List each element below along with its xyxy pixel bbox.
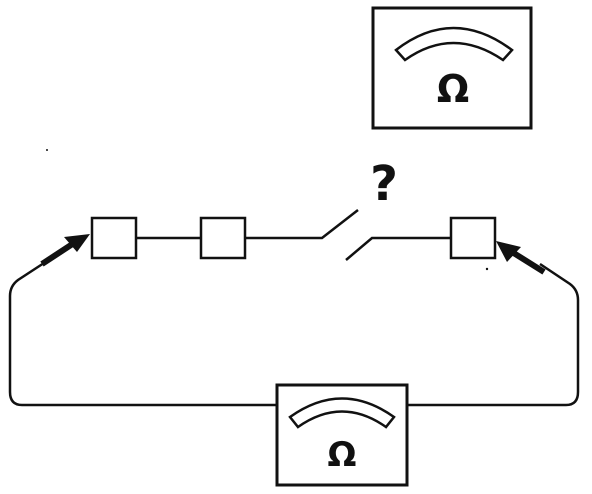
component-box-middle <box>199 216 247 260</box>
probe-arrow-left <box>40 234 90 267</box>
bottom-ohmmeter-symbol: Ω <box>328 435 357 475</box>
component-box-left <box>90 216 138 260</box>
probe-wire-right <box>407 262 580 407</box>
component-box-right <box>449 216 497 260</box>
top-ohmmeter-scale-arc <box>394 26 514 62</box>
top-ohmmeter-symbol: Ω <box>437 67 469 111</box>
probe-arrow-right <box>496 241 546 275</box>
bottom-ohmmeter: Ω <box>275 383 409 487</box>
wire-switch-to-right <box>345 236 451 261</box>
question-mark: ? <box>370 156 398 212</box>
wire-middle-to-switch <box>245 209 359 240</box>
scan-dot <box>485 267 489 271</box>
scan-dot <box>46 149 48 151</box>
top-ohmmeter: Ω <box>371 6 533 130</box>
bottom-ohmmeter-scale-arc <box>288 397 396 429</box>
probe-wire-left <box>8 261 277 407</box>
